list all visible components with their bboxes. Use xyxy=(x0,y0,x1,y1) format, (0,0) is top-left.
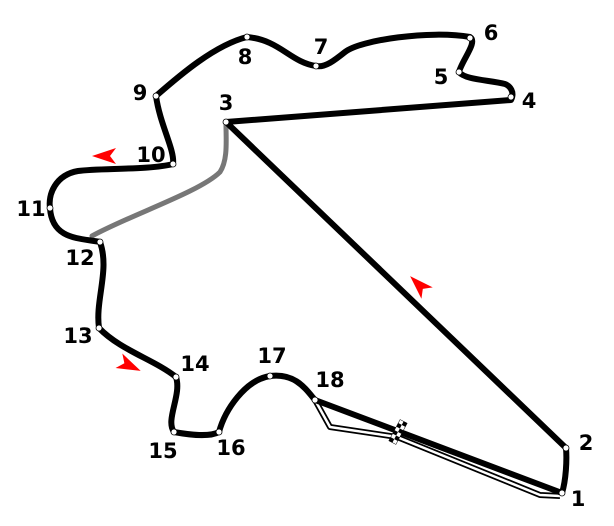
corner-label-3: 3 xyxy=(219,91,234,115)
corner-label-18: 18 xyxy=(315,368,344,392)
corner-marker-16 xyxy=(215,428,223,436)
corner-label-6: 6 xyxy=(484,21,499,45)
corner-marker-18 xyxy=(311,396,319,404)
corner-label-10: 10 xyxy=(136,143,165,167)
corner-label-12: 12 xyxy=(65,246,94,270)
corner-marker-11 xyxy=(46,204,54,212)
corner-marker-1 xyxy=(558,489,566,497)
corner-label-8: 8 xyxy=(238,45,253,69)
corner-label-2: 2 xyxy=(579,431,594,455)
corner-marker-15 xyxy=(170,428,178,436)
corner-marker-2 xyxy=(562,444,570,452)
corner-label-1: 1 xyxy=(571,487,586,511)
checkered-flag-icon xyxy=(388,419,408,445)
corner-label-4: 4 xyxy=(522,89,537,113)
corner-marker-10 xyxy=(169,160,177,168)
corner-label-11: 11 xyxy=(16,197,45,221)
direction-arrow-icon xyxy=(410,276,433,299)
corner-label-5: 5 xyxy=(434,65,449,89)
corner-marker-7 xyxy=(312,62,320,70)
main-track xyxy=(46,31,570,496)
corner-label-13: 13 xyxy=(63,324,92,348)
corner-marker-13 xyxy=(95,324,103,332)
corner-label-14: 14 xyxy=(180,352,209,376)
corner-marker-9 xyxy=(152,92,160,100)
corner-label-9: 9 xyxy=(133,81,148,105)
corner-label-17: 17 xyxy=(257,344,286,368)
corner-marker-6 xyxy=(466,34,474,42)
corner-marker-8 xyxy=(243,33,251,41)
corner-marker-14 xyxy=(172,373,180,381)
corner-marker-4 xyxy=(507,93,515,101)
corner-label-15: 15 xyxy=(148,439,177,463)
corner-marker-17 xyxy=(266,372,274,380)
corner-marker-3 xyxy=(222,118,230,126)
direction-arrow-icon xyxy=(115,353,141,371)
short-circuit-link xyxy=(89,122,229,239)
corner-label-7: 7 xyxy=(314,35,329,59)
direction-arrow-icon xyxy=(92,148,116,164)
corner-marker-5 xyxy=(455,68,463,76)
corner-label-16: 16 xyxy=(216,436,245,460)
corner-marker-12 xyxy=(96,238,104,246)
